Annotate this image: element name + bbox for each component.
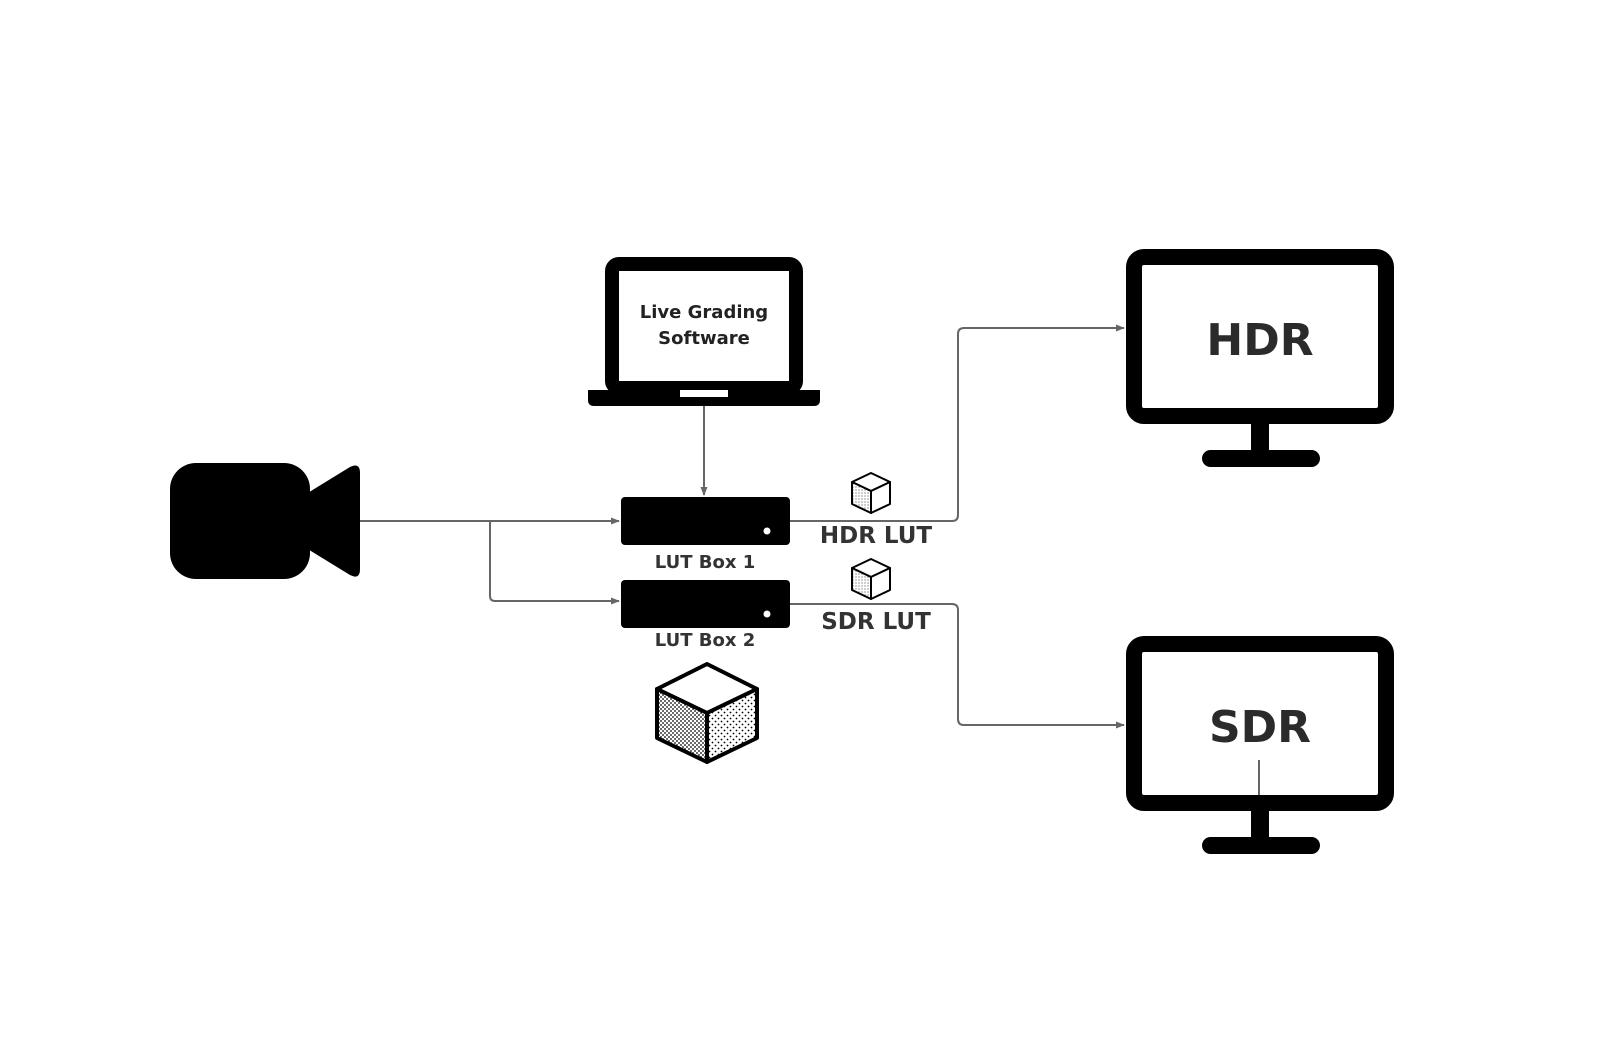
hdr-lut-cube-icon (851, 472, 891, 514)
lut-box-2-to-sdr-wire (790, 603, 1125, 729)
laptop-icon: Live Grading Software (588, 257, 820, 406)
hdr-lut-label: HDR LUT (820, 523, 933, 549)
lut-box-2: LUT Box 2 (621, 580, 790, 651)
sdr-lut-label: SDR LUT (821, 609, 931, 635)
hdr-monitor-icon: HDR (1126, 249, 1394, 467)
large-lut-cube-icon (655, 662, 759, 764)
lut-box-1-to-hdr-wire (790, 324, 1125, 522)
hdr-monitor-label: HDR (1206, 315, 1313, 366)
lut-box-2-label: LUT Box 2 (655, 630, 755, 651)
video-camera-icon (170, 463, 360, 579)
lut-box-1: LUT Box 1 (621, 497, 790, 573)
laptop-screen-line-1: Live Grading (640, 302, 768, 323)
camera-to-lut-box-2-wire (489, 521, 620, 605)
lut-box-1-label: LUT Box 1 (655, 552, 755, 573)
sdr-monitor-label: SDR (1209, 702, 1311, 753)
signal-wires (360, 324, 1263, 821)
laptop-screen-line-2: Software (658, 328, 750, 349)
sdr-monitor-icon: SDR (1126, 636, 1394, 854)
sdr-lut-cube-icon (851, 558, 891, 600)
